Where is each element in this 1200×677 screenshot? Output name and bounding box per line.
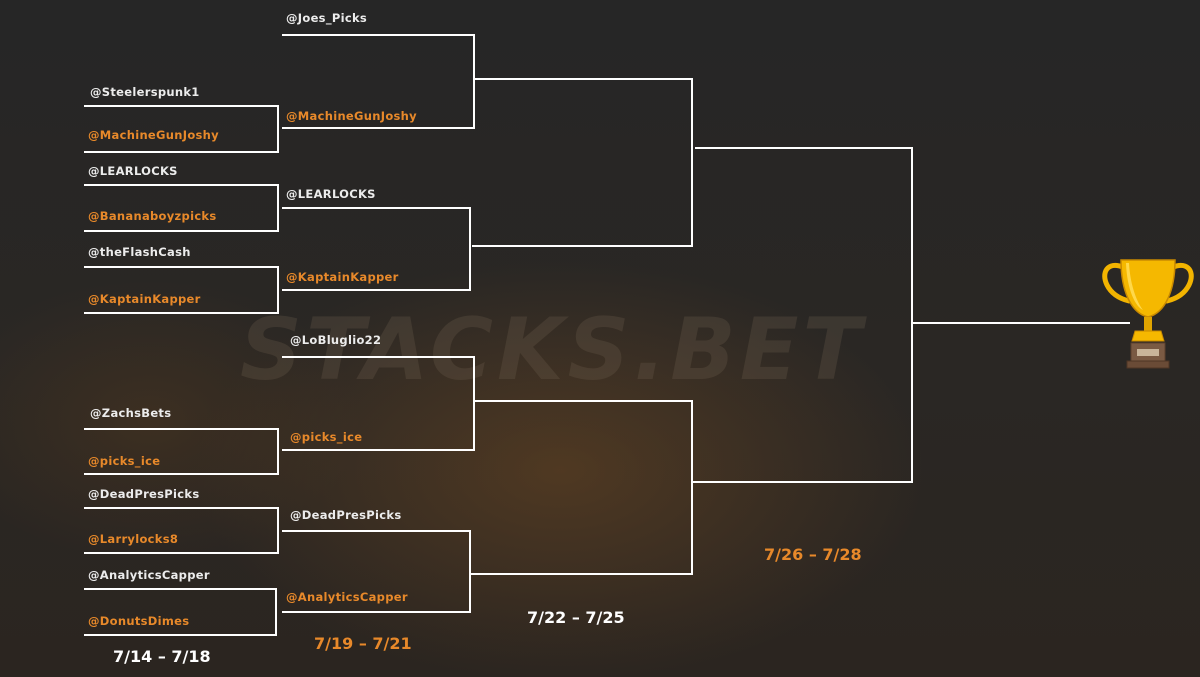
entrant-round2-3: @LEARLOCKS bbox=[286, 187, 376, 201]
entrant-round1-5: @theFlashCash bbox=[88, 245, 191, 259]
entrant-round2-5: @LoBluglio22 bbox=[290, 333, 382, 347]
entrant-round1-11: @AnalyticsCapper bbox=[88, 568, 210, 582]
entrant-round1-1: @Steelerspunk1 bbox=[90, 85, 200, 99]
entrant-round1-8: @picks_ice bbox=[88, 454, 161, 468]
entrant-round1-4: @Bananaboyzpicks bbox=[88, 209, 217, 223]
round1-dates: 7/14 – 7/18 bbox=[113, 647, 211, 666]
entrant-round1-2: @MachineGunJoshy bbox=[88, 128, 219, 142]
entrant-round1-7: @ZachsBets bbox=[90, 406, 172, 420]
entrant-round1-10: @Larrylocks8 bbox=[88, 532, 179, 546]
entrant-round1-6: @KaptainKapper bbox=[88, 292, 201, 306]
round3-dates: 7/22 – 7/25 bbox=[527, 608, 625, 627]
entrant-round2-6: @picks_ice bbox=[290, 430, 363, 444]
round4-dates: 7/26 – 7/28 bbox=[764, 545, 862, 564]
stacks-bet-watermark: STACKS.BET bbox=[240, 300, 866, 400]
entrant-round1-3: @LEARLOCKS bbox=[88, 164, 178, 178]
entrant-round2-2: @MachineGunJoshy bbox=[286, 109, 417, 123]
entrant-round1-12: @DonutsDimes bbox=[88, 614, 190, 628]
trophy-icon bbox=[1102, 259, 1194, 369]
entrant-round2-4: @KaptainKapper bbox=[286, 270, 399, 284]
entrant-round2-7: @DeadPresPicks bbox=[290, 508, 402, 522]
entrant-round2-1: @Joes_Picks bbox=[286, 11, 368, 25]
round2-dates: 7/19 – 7/21 bbox=[314, 634, 412, 653]
entrant-round2-8: @AnalyticsCapper bbox=[286, 590, 408, 604]
entrant-round1-9: @DeadPresPicks bbox=[88, 487, 200, 501]
